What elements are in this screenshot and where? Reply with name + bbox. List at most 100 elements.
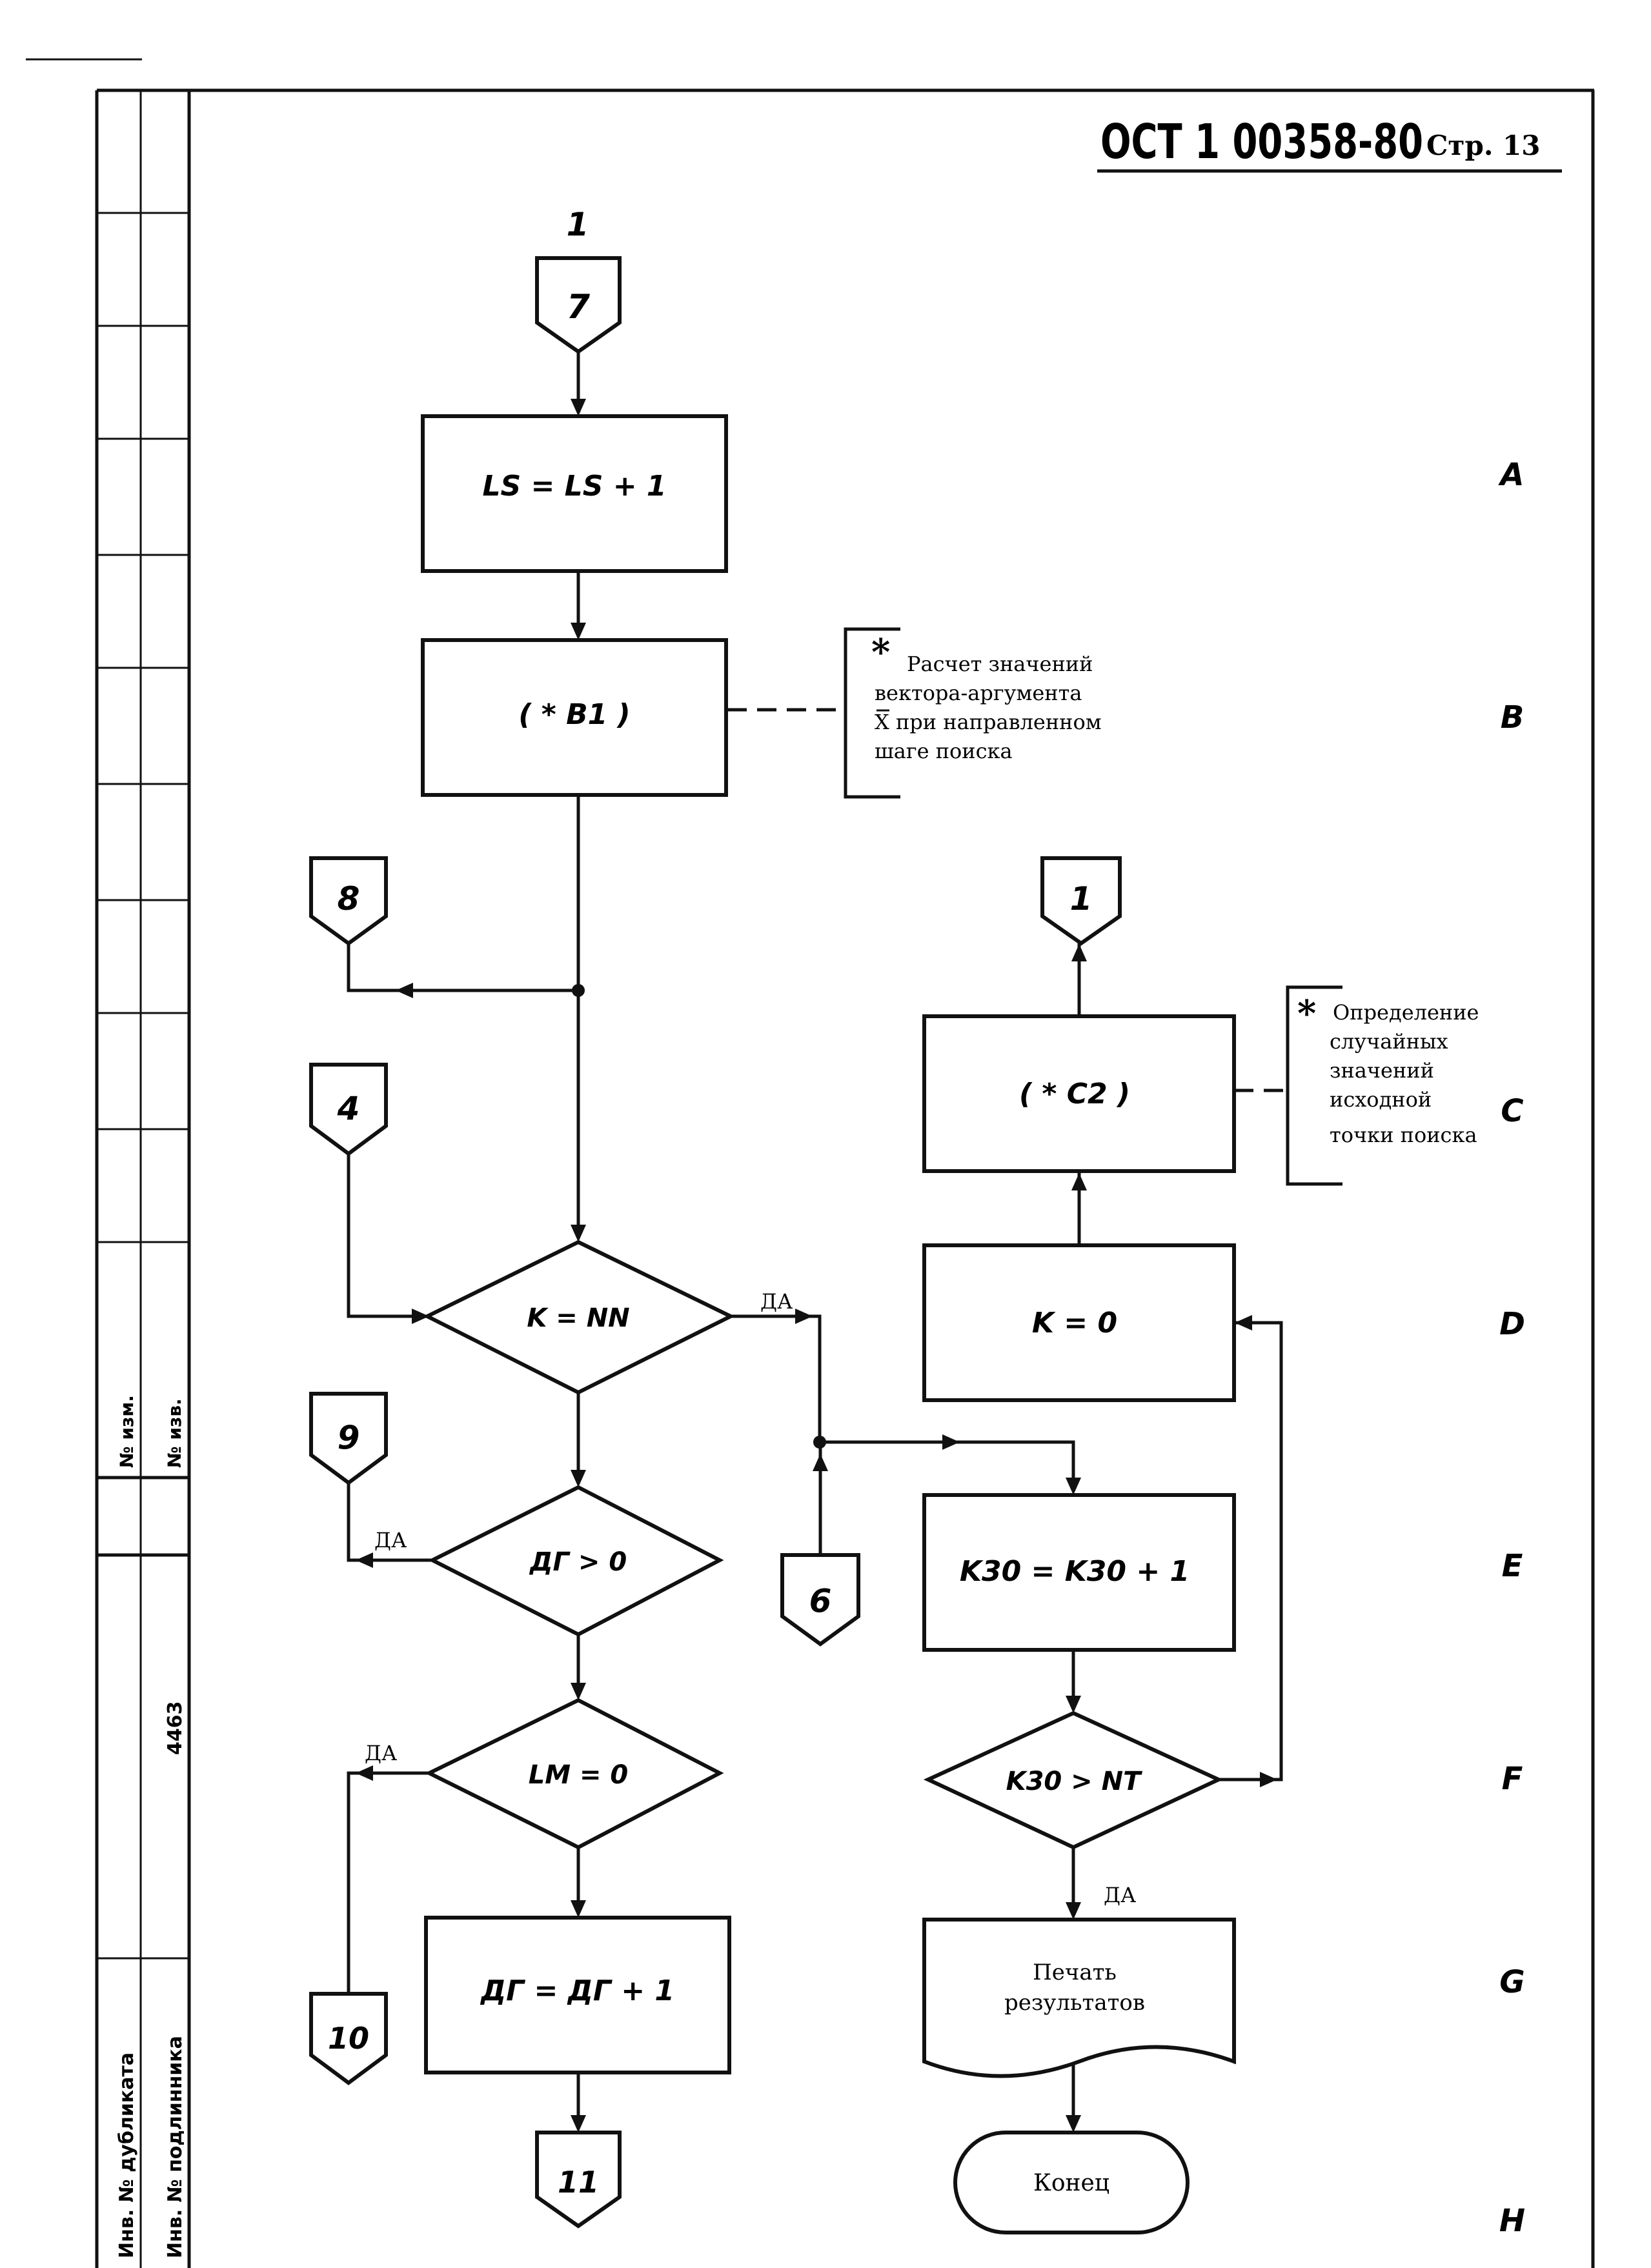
decision-dg-positive-label: ДГ > 0 bbox=[529, 1547, 627, 1577]
print-line: результатов bbox=[1004, 1990, 1145, 2016]
connector-7-label: 7 bbox=[567, 288, 591, 326]
connector-11-label: 11 bbox=[558, 2165, 599, 2200]
document-print-results bbox=[922, 1918, 1236, 2078]
comment-b1-bracket bbox=[844, 627, 900, 799]
flow-line bbox=[731, 1314, 822, 1442]
page-label: Стр. 13 bbox=[1426, 130, 1541, 161]
connector-8-label: 8 bbox=[338, 880, 360, 918]
arrow-head bbox=[571, 1225, 586, 1242]
connector-1 bbox=[1040, 856, 1122, 946]
arrow-head bbox=[1260, 1772, 1277, 1787]
yes-label-lm-zero: ДА bbox=[365, 1741, 397, 1765]
arrow-head bbox=[813, 1454, 828, 1471]
connector-6-label: 6 bbox=[809, 1582, 832, 1620]
comment-c2-bracket bbox=[1286, 985, 1342, 1186]
process-k30-increment-label: K30 = K30 + 1 bbox=[960, 1555, 1190, 1588]
terminal-end bbox=[953, 2131, 1190, 2234]
connector-7-ref: 1 bbox=[567, 206, 589, 243]
connector-10 bbox=[309, 1992, 388, 2085]
comment-b1-text: Расчет значений вектора-аргумента X при … bbox=[875, 652, 1102, 763]
arrow-head bbox=[942, 1434, 960, 1450]
decision-k30-nt-label: K30 > NT bbox=[1006, 1767, 1143, 1796]
connector-6 bbox=[780, 1553, 860, 1647]
comment-c2-text: Определение случайных значений исходной … bbox=[1330, 1000, 1479, 1147]
flow-line bbox=[347, 1154, 427, 1318]
connector-8 bbox=[309, 856, 388, 946]
comment-c2-line: Определение bbox=[1333, 1000, 1479, 1025]
yes-label-k30-nt: ДА bbox=[1104, 1883, 1136, 1907]
arrow-head bbox=[571, 399, 586, 416]
arrow-head bbox=[1066, 1478, 1081, 1495]
comment-b1-line: шаге поиска bbox=[875, 739, 1013, 763]
connector-9-label: 9 bbox=[338, 1419, 360, 1456]
comment-b1-line: Расчет значений bbox=[907, 652, 1093, 676]
comment-c2-line: случайных bbox=[1330, 1029, 1448, 1054]
stamp-orig-inv: Инв. № подлинника bbox=[164, 2036, 187, 2258]
comment-b1-line: вектора-аргумента bbox=[875, 681, 1082, 705]
connector-9 bbox=[309, 1392, 388, 1485]
row-label-h: H bbox=[1499, 2203, 1525, 2239]
arrow-head bbox=[1066, 1902, 1081, 1920]
process-c2 bbox=[922, 1014, 1236, 1173]
row-label-c: C bbox=[1501, 1093, 1523, 1129]
row-labels: A B C D E F G H bbox=[1497, 457, 1525, 2239]
arrow-head bbox=[795, 1309, 813, 1324]
row-label-f: F bbox=[1502, 1761, 1523, 1797]
print-line: Печать bbox=[1033, 1960, 1117, 1985]
stamp-change-no: № изм. bbox=[116, 1395, 137, 1468]
arrow-head bbox=[396, 983, 413, 998]
process-c2-label: ( * C2 ) bbox=[1019, 1078, 1130, 1110]
arrow-head bbox=[1071, 1173, 1087, 1190]
stamp-number: 4463 bbox=[164, 1701, 187, 1756]
process-k-zero-label: K = 0 bbox=[1032, 1307, 1117, 1340]
decision-k-nn-label: K = NN bbox=[527, 1303, 629, 1333]
flow-line bbox=[1219, 1321, 1283, 1781]
flow-line bbox=[347, 1771, 429, 1994]
flow-line bbox=[820, 1440, 1075, 1490]
arrow-head bbox=[412, 1309, 429, 1324]
terminal-end-label: Конец bbox=[1033, 2170, 1109, 2196]
arrow-head bbox=[1071, 944, 1087, 961]
doc-code: ОСТ 1 00358-80 bbox=[1100, 114, 1423, 170]
connector-4-label: 4 bbox=[337, 1090, 360, 1127]
stamp-notice-no: № изв. bbox=[164, 1398, 185, 1468]
row-label-g: G bbox=[1499, 1964, 1524, 2000]
arrow-head bbox=[571, 1683, 586, 1700]
comment-b1-line: X при направленном bbox=[875, 710, 1102, 734]
arrow-head bbox=[571, 623, 586, 640]
arrow-head bbox=[1066, 1696, 1081, 1713]
connector-10-label: 10 bbox=[328, 2021, 369, 2056]
arrow-head bbox=[356, 1552, 373, 1568]
process-ls-increment bbox=[421, 414, 728, 573]
process-dg-increment-label: ДГ = ДГ + 1 bbox=[480, 1974, 674, 2007]
comment-c2-line: исходной bbox=[1330, 1087, 1432, 1112]
arrow-head bbox=[571, 1900, 586, 1918]
arrow-head bbox=[1235, 1315, 1252, 1330]
row-label-e: E bbox=[1502, 1548, 1523, 1584]
process-dg-increment bbox=[424, 1916, 731, 2074]
arrow-head bbox=[1066, 2115, 1081, 2133]
yes-label-k-nn: ДА bbox=[760, 1289, 793, 1314]
connector-1-label: 1 bbox=[1070, 880, 1093, 918]
comment-c2-line: значений bbox=[1330, 1058, 1434, 1083]
comment-b1-star: * bbox=[871, 631, 890, 674]
arrow-head bbox=[356, 1765, 373, 1781]
arrow-head bbox=[571, 2115, 586, 2133]
process-ls-increment-label: LS = LS + 1 bbox=[482, 470, 666, 503]
connector-11 bbox=[535, 2131, 622, 2229]
yes-label-dg-positive: ДА bbox=[374, 1528, 407, 1552]
stamp-dup-inv: Инв. № дубликата bbox=[116, 2052, 138, 2258]
stamp-rules bbox=[97, 212, 189, 1960]
arrow-head bbox=[571, 1470, 586, 1487]
comment-c2-star: * bbox=[1297, 992, 1316, 1035]
connector-4 bbox=[309, 1063, 388, 1156]
process-k30-increment bbox=[922, 1493, 1236, 1652]
row-label-d: D bbox=[1499, 1306, 1525, 1342]
process-b1-label: ( * B1 ) bbox=[518, 698, 630, 731]
row-label-b: B bbox=[1501, 699, 1524, 736]
flow-line bbox=[347, 943, 578, 992]
process-b1 bbox=[421, 638, 728, 797]
row-label-a: A bbox=[1497, 457, 1524, 493]
decision-lm-zero-label: LM = 0 bbox=[529, 1760, 629, 1790]
